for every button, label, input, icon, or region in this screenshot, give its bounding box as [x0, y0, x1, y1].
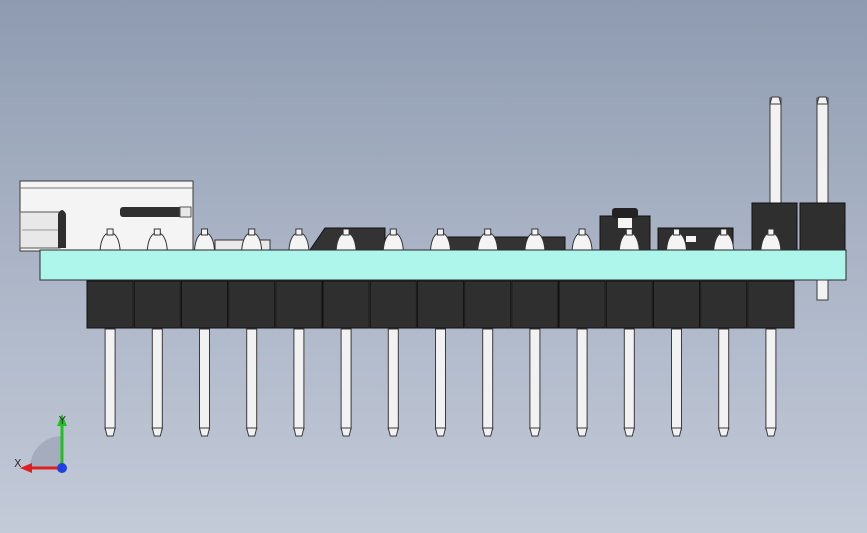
pin-stub — [437, 228, 444, 236]
pin-stub — [720, 228, 728, 236]
header-pin — [151, 328, 163, 430]
header-pin-tip — [718, 427, 730, 437]
pin-stub — [295, 228, 303, 236]
header-pin — [671, 328, 682, 430]
solder-joint — [760, 233, 782, 251]
pin-stub — [201, 228, 208, 236]
header-pin — [246, 328, 258, 430]
solder-joints — [99, 228, 782, 251]
pin-header-pins — [104, 328, 777, 437]
solder-joint — [288, 233, 310, 251]
housing-segment — [416, 280, 465, 329]
header-pin — [199, 328, 210, 430]
pin-stub — [673, 228, 680, 236]
header-pin-tip — [529, 427, 541, 437]
axis-triad: Y X — [14, 414, 67, 473]
housing-segment — [652, 280, 701, 329]
header-pin-tip — [104, 427, 116, 437]
header-pin — [340, 328, 352, 430]
right-vertical-pins — [769, 96, 829, 207]
pin-stub — [389, 228, 397, 236]
header-pin-tip — [387, 427, 399, 437]
header-pin — [104, 328, 116, 430]
header-pin — [576, 328, 588, 430]
solder-joint — [524, 233, 546, 251]
header-pin-tip — [765, 427, 777, 437]
housing-segment — [369, 280, 417, 329]
pin-stub — [531, 228, 539, 236]
header-pin-tip — [151, 427, 163, 437]
pin-stub — [248, 228, 256, 236]
pin-stub — [342, 228, 350, 236]
solder-joint — [99, 233, 121, 251]
solder-joint — [335, 233, 357, 251]
housing-segment — [86, 280, 134, 329]
header-pin-tip — [623, 427, 635, 437]
housing-segment — [747, 280, 795, 329]
solder-joint — [713, 233, 735, 251]
header-pin — [387, 328, 399, 430]
header-pin-tip — [434, 427, 447, 437]
pin-stub — [153, 228, 161, 236]
solder-joint — [193, 233, 216, 251]
solder-joint — [382, 233, 404, 251]
housing-segment — [322, 280, 370, 329]
header-pin-tip — [246, 427, 258, 437]
x-axis-arrow — [20, 463, 32, 473]
y-axis-label: Y — [58, 414, 66, 427]
housing-segment — [605, 280, 653, 329]
solder-joint — [146, 233, 168, 251]
x-axis-label: X — [14, 457, 22, 470]
header-pin-tip — [340, 427, 352, 437]
solder-joint — [241, 233, 263, 251]
housing-segment — [700, 280, 748, 329]
housing-segment — [133, 280, 181, 329]
solder-joint — [571, 233, 593, 251]
right-connector-block — [751, 202, 846, 254]
housing-segment — [228, 280, 276, 329]
header-pin-tip — [576, 427, 588, 437]
header-pin — [765, 328, 777, 430]
pcb-board — [39, 249, 847, 281]
pin-header-housing — [86, 280, 795, 329]
header-pin-tip — [670, 427, 683, 437]
solder-joint — [618, 233, 640, 251]
header-pin — [623, 328, 635, 430]
solder-joint — [665, 233, 688, 251]
pin-stub — [767, 228, 775, 236]
y-axis-arrow — [57, 414, 67, 426]
pin-stub — [578, 228, 586, 236]
pin-stub — [484, 228, 492, 236]
housing-segment — [558, 280, 606, 329]
housing-segment — [511, 280, 559, 329]
housing-segment — [464, 280, 512, 329]
header-pin-tip — [198, 427, 211, 437]
z-axis-dot — [57, 463, 67, 473]
header-pin-tip — [293, 427, 305, 437]
right-short-pin — [816, 279, 829, 301]
header-pin-tip — [482, 427, 494, 437]
solder-joint — [477, 233, 499, 251]
header-pin — [718, 328, 730, 430]
header-pin — [529, 328, 541, 430]
header-pin — [293, 328, 305, 430]
header-pin — [482, 328, 494, 430]
housing-segment — [180, 280, 229, 329]
solder-joint — [429, 233, 452, 251]
pin-stub — [625, 228, 633, 236]
housing-segment — [275, 280, 323, 329]
header-pin — [435, 328, 446, 430]
pin-stub — [106, 228, 114, 236]
